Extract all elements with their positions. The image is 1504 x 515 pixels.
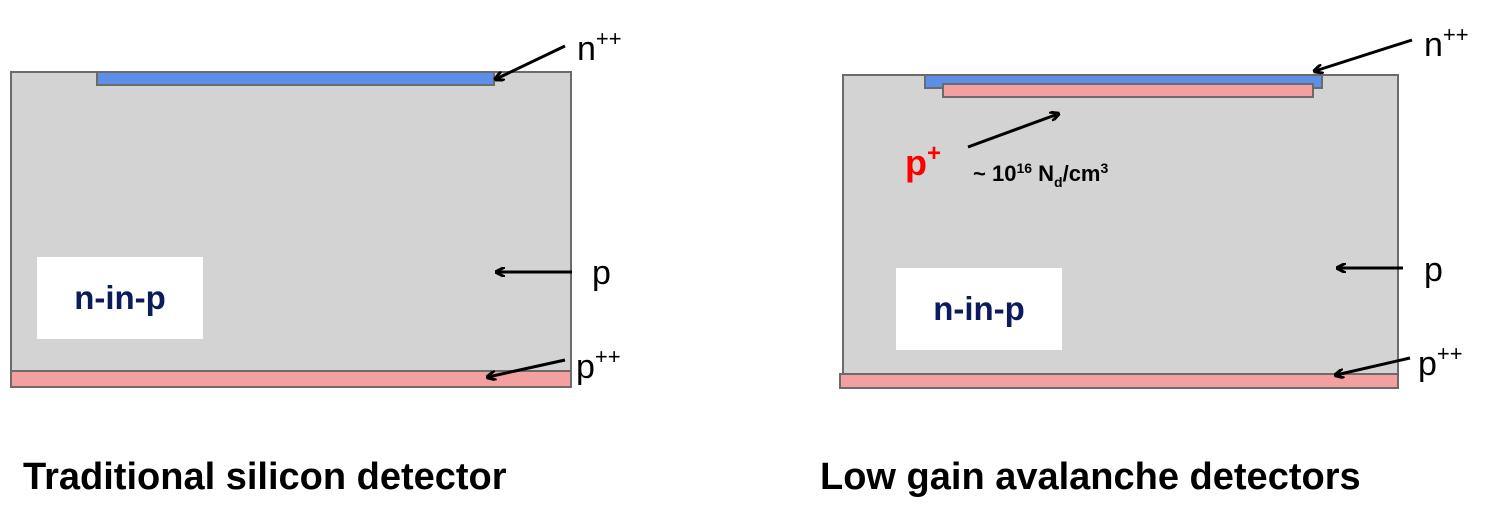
left-caption: Traditional silicon detector: [23, 456, 507, 498]
left-type-label: n-in-p: [37, 257, 203, 339]
right-p-pp-arrow: [1336, 356, 1411, 375]
left-type-text: n-in-p: [74, 279, 166, 316]
left-p-pp-label: p++: [576, 344, 621, 386]
left-n-pp-arrow: [496, 44, 566, 79]
right-p-plus-plus-layer: [839, 373, 1399, 389]
right-p-plus-arrow: [967, 114, 1058, 149]
left-n-pp-label: n++: [577, 26, 622, 68]
right-p-pp-label: p++: [1418, 341, 1463, 383]
right-caption: Low gain avalanche detectors: [820, 456, 1361, 498]
left-p-pp-arrow: [488, 358, 566, 377]
right-type-text: n-in-p: [933, 290, 1025, 327]
right-p-plus-label: p+: [905, 140, 941, 183]
left-p-plus-plus-layer: [10, 370, 572, 388]
right-n-pp-label: n++: [1424, 22, 1469, 64]
left-p-label: p: [592, 254, 611, 292]
left-n-plus-plus-layer: [96, 71, 495, 86]
right-p-label: p: [1424, 251, 1443, 289]
right-p-plus-gain-layer: [942, 83, 1314, 98]
right-n-pp-arrow: [1315, 38, 1413, 71]
right-type-label: n-in-p: [896, 268, 1062, 350]
doping-concentration-label: ~ 1016 Nd/cm3: [973, 160, 1109, 190]
